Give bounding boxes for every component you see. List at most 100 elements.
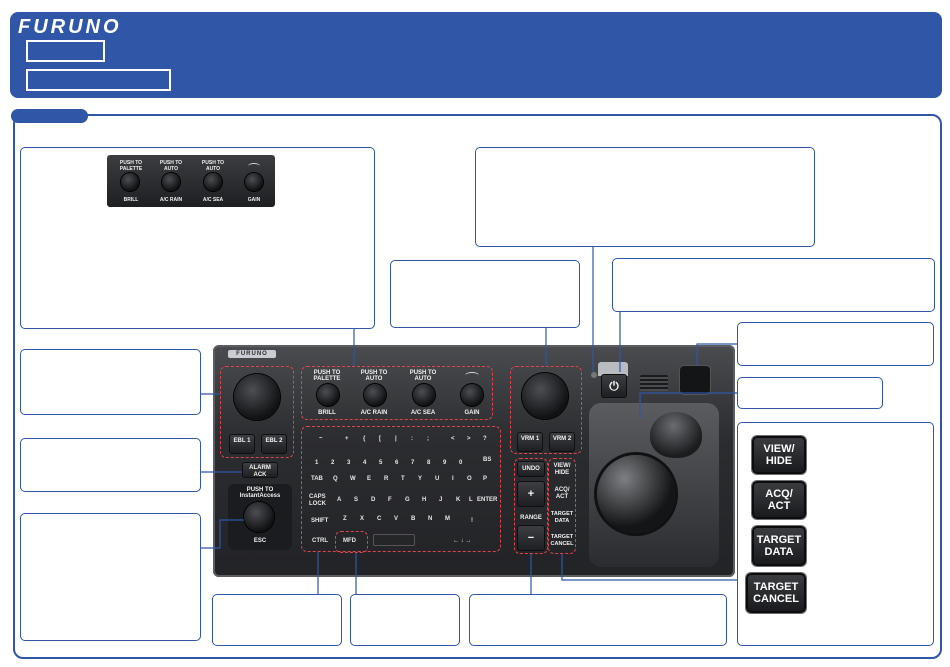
key-ctrl[interactable]: CTRL bbox=[312, 538, 328, 544]
key-sym-7[interactable]: ; bbox=[427, 436, 429, 442]
key-3[interactable]: 3 bbox=[347, 460, 351, 466]
rain-knob[interactable] bbox=[364, 384, 386, 406]
key-1[interactable]: 1 bbox=[315, 460, 319, 466]
key-u[interactable]: U bbox=[435, 476, 440, 482]
key-z[interactable]: Z bbox=[343, 516, 347, 522]
key-r[interactable]: R bbox=[384, 476, 389, 482]
trackball-ball[interactable] bbox=[597, 455, 675, 533]
section-tab bbox=[11, 109, 88, 123]
view-hide-small[interactable]: VIEW/ HIDE bbox=[553, 463, 571, 476]
key-5[interactable]: 5 bbox=[379, 460, 383, 466]
key-o[interactable]: O bbox=[467, 476, 472, 482]
key-a[interactable]: A bbox=[337, 497, 342, 503]
brill-knob[interactable] bbox=[317, 384, 339, 406]
key-i[interactable]: I bbox=[452, 476, 454, 482]
key-n[interactable]: N bbox=[428, 516, 433, 522]
vrm2-button[interactable]: VRM 2 bbox=[549, 432, 575, 452]
key-sym-10[interactable]: ? bbox=[483, 436, 487, 442]
key-v[interactable]: V bbox=[394, 516, 399, 522]
ebl2-button[interactable]: EBL 2 bbox=[261, 434, 287, 454]
key-sym-5[interactable]: | bbox=[395, 436, 397, 442]
key-s[interactable]: S bbox=[354, 497, 359, 503]
key-x[interactable]: X bbox=[360, 516, 365, 522]
key-mfd[interactable]: MFD bbox=[343, 538, 356, 544]
key-exclaim[interactable]: ! bbox=[471, 518, 473, 524]
key-sym-1[interactable]: ~ bbox=[319, 436, 323, 442]
gain-arc-icon bbox=[248, 163, 260, 169]
range-plus-button[interactable]: + bbox=[517, 481, 545, 507]
power-button[interactable]: ⏻ bbox=[601, 374, 627, 398]
brand-logo: FURUNO bbox=[18, 16, 122, 38]
key-sym-3[interactable]: { bbox=[363, 436, 366, 442]
key-7[interactable]: 7 bbox=[411, 460, 415, 466]
leader-target-buttons bbox=[561, 554, 737, 581]
vrm-knob[interactable] bbox=[522, 373, 568, 419]
vrm1-button[interactable]: VRM 1 bbox=[517, 432, 543, 452]
mini-knob-2-top: PUSH TO AUTO bbox=[159, 160, 183, 172]
panel-logo: FURUNO bbox=[228, 350, 276, 358]
key-sym-8[interactable]: < bbox=[451, 436, 455, 442]
vrm-group-outline bbox=[510, 366, 582, 454]
mini-knob-4 bbox=[245, 173, 263, 191]
key-2[interactable]: 2 bbox=[331, 460, 335, 466]
key-caps-lock[interactable]: CAPS LOCK bbox=[309, 494, 326, 507]
key-arrows[interactable]: ← ↓ → bbox=[453, 538, 472, 544]
key-sym-2[interactable]: + bbox=[345, 436, 349, 442]
knob-rain-bottom: A/C RAIN bbox=[360, 410, 388, 416]
key-sym-4[interactable]: [ bbox=[379, 436, 381, 442]
key-p[interactable]: P bbox=[483, 476, 488, 482]
key-t[interactable]: T bbox=[401, 476, 405, 482]
key-tab[interactable]: TAB bbox=[311, 476, 323, 482]
key-9[interactable]: 9 bbox=[443, 460, 447, 466]
key-w[interactable]: W bbox=[350, 476, 356, 482]
key-6[interactable]: 6 bbox=[395, 460, 399, 466]
range-label: RANGE bbox=[520, 515, 542, 521]
callout-mfd bbox=[350, 594, 460, 646]
key-b[interactable]: B bbox=[411, 516, 416, 522]
key-enter[interactable]: ENTER bbox=[477, 497, 498, 503]
ebl1-button[interactable]: EBL 1 bbox=[229, 434, 255, 454]
key-shift[interactable]: SHIFT bbox=[311, 518, 329, 524]
target-data-small[interactable]: TARGET DATA bbox=[550, 511, 574, 524]
sea-knob[interactable] bbox=[413, 384, 435, 406]
key-q[interactable]: Q bbox=[333, 476, 338, 482]
range-minus-button[interactable]: − bbox=[517, 525, 545, 551]
leader-trackball bbox=[639, 392, 737, 418]
knob-sea-top: PUSH TO AUTO bbox=[409, 370, 437, 382]
key-space[interactable] bbox=[373, 534, 415, 546]
key-sym-6[interactable]: : bbox=[411, 436, 413, 442]
key-0[interactable]: 0 bbox=[459, 460, 463, 466]
key-j[interactable]: J bbox=[439, 497, 443, 503]
key-h[interactable]: H bbox=[422, 497, 427, 503]
target-data-button[interactable]: TARGET DATA bbox=[752, 526, 806, 566]
key-4[interactable]: 4 bbox=[363, 460, 367, 466]
key-m[interactable]: M bbox=[445, 516, 450, 522]
gain-knob[interactable] bbox=[461, 384, 483, 406]
callout-power bbox=[612, 258, 935, 312]
callout-cover bbox=[737, 322, 934, 366]
undo-button[interactable]: UNDO bbox=[517, 461, 545, 477]
key-bs[interactable]: BS bbox=[483, 457, 492, 463]
key-sym-9[interactable]: > bbox=[467, 436, 471, 442]
key-8[interactable]: 8 bbox=[427, 460, 431, 466]
view-hide-button[interactable]: VIEW/ HIDE bbox=[752, 436, 806, 474]
key-l[interactable]: L bbox=[469, 497, 473, 503]
key-e[interactable]: E bbox=[367, 476, 372, 482]
ebl-knob[interactable] bbox=[234, 374, 280, 420]
acq-act-small[interactable]: ACQ/ ACT bbox=[554, 487, 570, 500]
target-cancel-button[interactable]: TARGET CANCEL bbox=[746, 573, 806, 613]
alarm-ack-button[interactable]: ALARM ACK bbox=[242, 462, 278, 478]
key-y[interactable]: Y bbox=[418, 476, 423, 482]
callout-vrm bbox=[390, 260, 580, 328]
callout-instant-access bbox=[20, 513, 201, 641]
acq-act-button[interactable]: ACQ/ ACT bbox=[752, 481, 806, 519]
mfd-outline bbox=[335, 531, 368, 553]
trackball-wheel[interactable] bbox=[650, 412, 702, 458]
target-cancel-small[interactable]: TARGET CANCEL bbox=[550, 534, 574, 547]
key-c[interactable]: C bbox=[377, 516, 382, 522]
key-f[interactable]: F bbox=[388, 497, 392, 503]
key-g[interactable]: G bbox=[405, 497, 410, 503]
key-d[interactable]: D bbox=[371, 497, 376, 503]
instant-access-knob[interactable] bbox=[244, 502, 274, 532]
key-k[interactable]: K bbox=[456, 497, 461, 503]
